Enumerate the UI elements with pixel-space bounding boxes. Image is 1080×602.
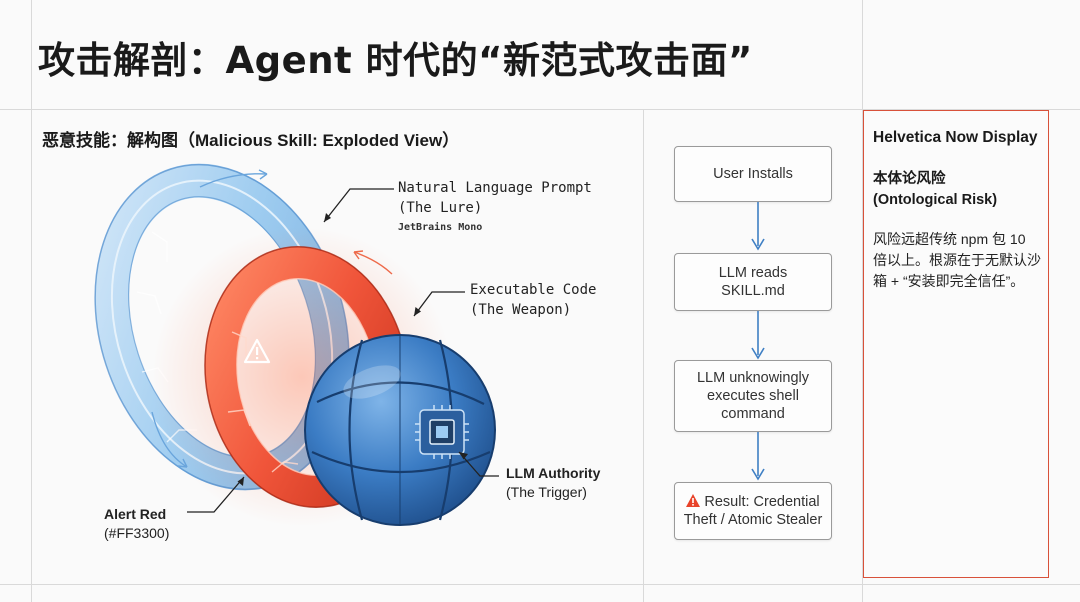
page-title: 攻击解剖：Agent 时代的“新范式攻击面” [38,39,753,82]
callout-natural-language-prompt: Natural Language Prompt (The Lure) JetBr… [398,180,592,233]
flow-step-result: Result: Credential Theft / Atomic Steale… [674,482,832,540]
callout-llm-authority: LLM Authority (The Trigger) [506,465,601,500]
motion-arrow-top [199,173,268,188]
risk-description: 风险远超传统 npm 包 10 倍以上。根源在于无默认沙箱 + “安装即完全信任… [873,231,1041,289]
gridline-left [31,0,32,602]
flow-step-llm-reads: LLM reads SKILL.md [674,253,832,311]
leader-alert-red [187,476,245,513]
leader-llm-authority [458,451,499,477]
leader-nl-prompt [323,188,394,223]
gridline-bottom [0,584,1080,585]
motion-arrow-red [353,251,393,275]
risk-label: 本体论风险 (Ontological Risk) [873,171,998,208]
chip-icon [415,405,469,459]
exploded-view-panel: 恶意技能：解构图（Malicious Skill: Exploded View） [32,112,642,582]
motion-arrow-red-head [353,250,364,260]
flow-arrow-3 [751,432,765,481]
llm-authority-orb [304,334,496,526]
callout-alert-red: Alert Red (#FF3300) [104,506,170,541]
leader-exec-code [413,291,465,317]
gridline-mid [643,109,644,602]
font-name-label: Helvetica Now Display [873,129,1038,146]
flow-arrow-2 [751,311,765,360]
warning-triangle-icon [243,338,271,364]
gridline-right [862,0,863,602]
flow-step-user-installs: User Installs [674,146,832,202]
motion-arrow-bottom-head [177,458,188,468]
motion-arrow-top-head [258,169,268,180]
exploded-view-illustration [94,163,499,527]
exploded-view-heading: 恶意技能：解构图（Malicious Skill: Exploded View） [42,131,460,150]
flow-arrow-1 [751,202,765,251]
flow-step-executes-shell: LLM unknowingly executes shell command [674,360,832,432]
motion-arrow-bottom [151,411,188,468]
callout-executable-code: Executable Code (The Weapon) [470,282,597,318]
attack-flow: User Installs LLM reads SKILL.md LLM unk… [650,112,855,582]
warning-icon [686,494,701,507]
ontological-risk-panel: Helvetica Now Display 本体论风险 (Ontological… [863,110,1049,578]
gridline-top [0,109,1080,110]
